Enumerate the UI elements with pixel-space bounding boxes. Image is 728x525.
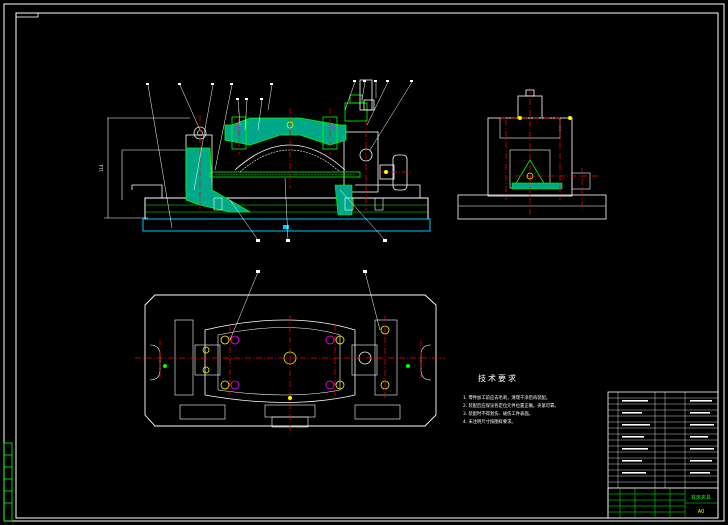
svg-text:114: 114	[99, 164, 104, 172]
tech-requirement-item: 3. 装配时不得划伤、碰伤工件表面。	[463, 410, 533, 417]
tech-requirement-item: 2. 装配后应保证各定位元件位置正确，夹紧可靠。	[463, 402, 559, 409]
technical-requirements: 技术要求 1. 零件加工前应去毛刺，清理干净后再装配。 2. 装配后应保证各定位…	[463, 373, 559, 425]
tech-requirements-title: 技术要求	[478, 373, 518, 383]
outer-border	[3, 3, 725, 522]
tech-requirement-item: 4. 未注明尺寸按图样要求。	[463, 418, 516, 425]
title-block: 铣床夹具 A0	[607, 391, 719, 519]
tech-requirement-item: 1. 零件加工前应去毛刺，清理干净后再装配。	[463, 394, 550, 401]
left-binding-strip	[3, 442, 13, 522]
inner-border	[15, 12, 719, 519]
sheet-note: A0	[698, 509, 705, 515]
front-view: 114	[99, 79, 431, 242]
top-view	[135, 270, 445, 435]
corner-label-box	[15, 12, 39, 18]
drawing-title: 铣床夹具	[691, 494, 711, 501]
side-view	[457, 88, 607, 220]
